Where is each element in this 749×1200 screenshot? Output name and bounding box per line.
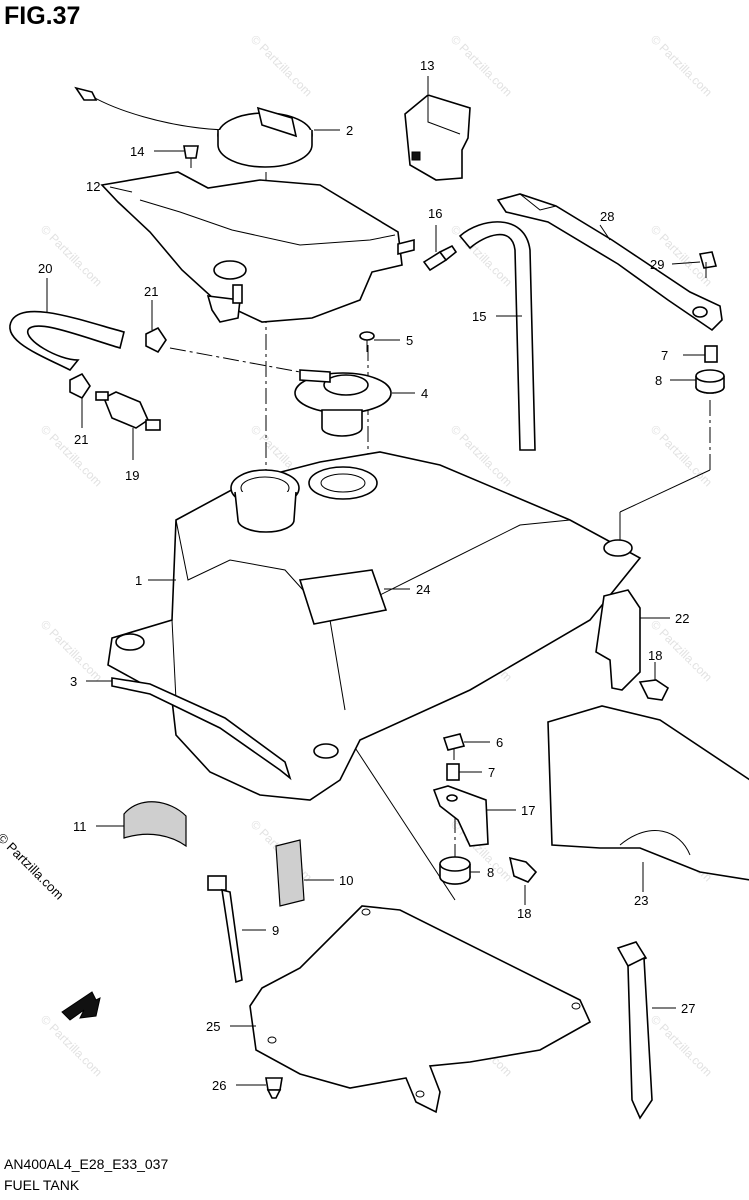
callout-23: 23 bbox=[634, 893, 648, 908]
callout-4: 4 bbox=[421, 386, 428, 401]
forward-direction-arrow bbox=[61, 991, 101, 1021]
rubber-cover bbox=[404, 94, 471, 181]
side-bracket bbox=[595, 589, 641, 691]
harness-clamp bbox=[207, 875, 243, 984]
hose-clamp-upper bbox=[145, 326, 167, 354]
callout-3: 3 bbox=[70, 674, 77, 689]
cushion-8-upper bbox=[695, 369, 725, 394]
callout-24: 24 bbox=[416, 582, 430, 597]
model-code: AN400AL4_E28_E33_037 bbox=[4, 1156, 169, 1172]
callout-7-lower: 7 bbox=[488, 765, 495, 780]
bolt-6 bbox=[442, 733, 466, 760]
callout-12: 12 bbox=[86, 179, 100, 194]
callout-26: 26 bbox=[212, 1078, 226, 1093]
section-title: FUEL TANK bbox=[4, 1177, 80, 1193]
callout-13: 13 bbox=[420, 58, 434, 73]
callout-labels: 1 2 3 4 5 6 7 7 8 8 9 10 11 12 13 14 15 … bbox=[38, 58, 695, 1093]
watermark: © Partzilla.com bbox=[648, 422, 715, 489]
callout-16: 16 bbox=[428, 206, 442, 221]
hose-clamp-lower bbox=[69, 372, 91, 400]
callout-22: 22 bbox=[675, 611, 689, 626]
callout-6: 6 bbox=[496, 735, 503, 750]
collar-7-upper bbox=[704, 345, 718, 363]
push-rivet-26 bbox=[265, 1077, 283, 1099]
watermark: © Partzilla.com bbox=[38, 222, 105, 289]
callout-25: 25 bbox=[206, 1019, 220, 1034]
callout-18-lower: 18 bbox=[517, 906, 531, 921]
watermark: © Partzilla.com bbox=[248, 32, 315, 99]
heat-shield bbox=[547, 705, 749, 881]
push-rivet bbox=[183, 145, 199, 168]
cushion-8-lower bbox=[439, 856, 471, 885]
callout-28: 28 bbox=[600, 209, 614, 224]
under-cover-plate bbox=[249, 905, 592, 1114]
callout-19: 19 bbox=[125, 468, 139, 483]
rubber-pad bbox=[275, 839, 305, 907]
callout-15: 15 bbox=[472, 309, 486, 324]
callout-1: 1 bbox=[135, 573, 142, 588]
lower-bracket bbox=[432, 785, 489, 847]
callout-8-lower: 8 bbox=[487, 865, 494, 880]
filler-tray bbox=[100, 171, 415, 323]
callout-21-lower: 21 bbox=[74, 432, 88, 447]
watermark: © Partzilla.com bbox=[648, 1012, 715, 1079]
callout-5: 5 bbox=[406, 333, 413, 348]
callout-7-upper: 7 bbox=[661, 348, 668, 363]
rollover-valve bbox=[95, 391, 161, 431]
screw-5 bbox=[359, 331, 375, 352]
callout-9: 9 bbox=[272, 923, 279, 938]
fuel-cap bbox=[74, 86, 313, 168]
cable-tie bbox=[616, 941, 653, 1120]
callout-11: 11 bbox=[73, 819, 87, 834]
callout-27: 27 bbox=[681, 1001, 695, 1016]
leader-lines bbox=[46, 76, 705, 1086]
figure-title: FIG.37 bbox=[4, 2, 81, 30]
callout-18-upper: 18 bbox=[648, 648, 662, 663]
hose-connector bbox=[422, 244, 458, 272]
cushion-block bbox=[123, 801, 187, 848]
collar-7-lower bbox=[446, 763, 460, 781]
callout-10: 10 bbox=[339, 873, 353, 888]
tank-cushion-strip bbox=[111, 677, 292, 781]
callout-21-upper: 21 bbox=[144, 284, 158, 299]
breather-hose bbox=[458, 221, 536, 451]
fuel-level-gauge bbox=[294, 369, 392, 437]
bolt-18-upper bbox=[638, 679, 670, 701]
watermark: © Partzilla.com bbox=[38, 1012, 105, 1079]
watermark: © Partzilla.com bbox=[648, 32, 715, 99]
bolt-18-lower bbox=[508, 856, 538, 883]
fuel-tank bbox=[107, 451, 642, 801]
mounting-bracket bbox=[496, 193, 723, 332]
callout-20: 20 bbox=[38, 261, 52, 276]
callout-29: 29 bbox=[650, 257, 664, 272]
vent-hose bbox=[9, 310, 125, 372]
callout-17: 17 bbox=[521, 803, 535, 818]
watermark: © Partzilla.com bbox=[448, 32, 515, 99]
watermark: © Partzilla.com bbox=[38, 422, 105, 489]
callout-2: 2 bbox=[346, 123, 353, 138]
callout-14: 14 bbox=[130, 144, 144, 159]
callout-8-upper: 8 bbox=[655, 373, 662, 388]
bolt-29 bbox=[698, 251, 718, 278]
